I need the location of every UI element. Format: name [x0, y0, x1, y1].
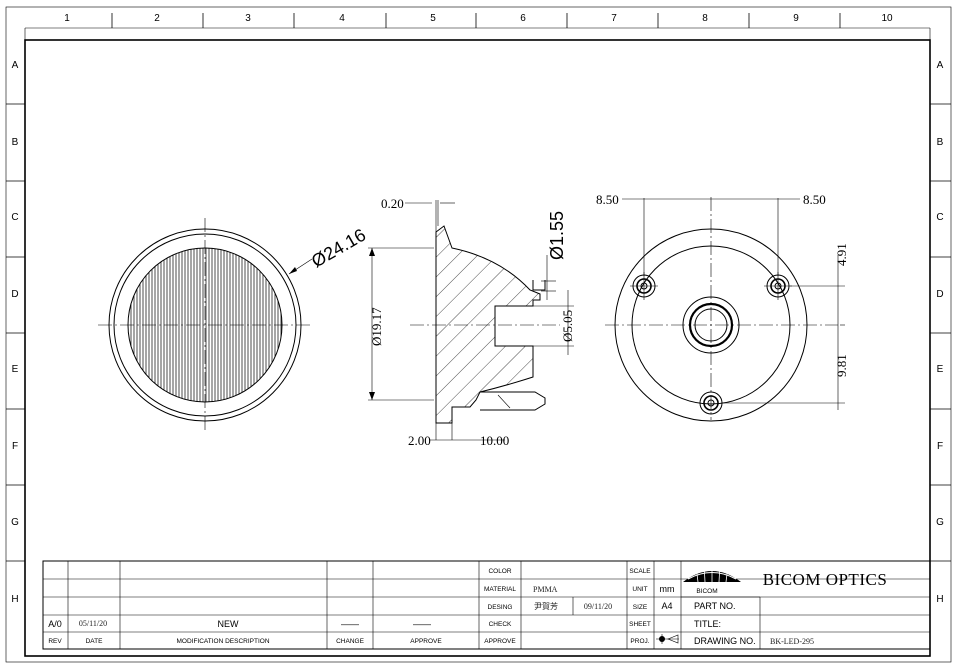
zone-col-2: 2: [154, 13, 160, 24]
zone-row-a-right: A: [937, 60, 944, 71]
label-color: COLOR: [488, 568, 511, 575]
unit-value: mm: [660, 584, 675, 594]
header-description: MODIFICATION DESCRIPTION: [176, 638, 269, 645]
zone-row-g: G: [11, 517, 19, 528]
label-part-no: PART NO.: [694, 601, 736, 611]
dim-front-diameter: Ø24.16: [308, 225, 369, 272]
dim-side-height: Ø19.17: [369, 307, 384, 346]
dim-side-hole: Ø5.05: [560, 310, 575, 342]
zone-row-b: B: [12, 137, 19, 148]
label-size: SIZE: [633, 604, 648, 611]
label-approve: APPROVE: [484, 638, 516, 645]
rev-description: NEW: [218, 619, 240, 629]
design-date-value: 09/11/20: [584, 602, 612, 611]
label-sheet: SHEET: [629, 621, 651, 628]
zone-row-c-right: C: [936, 212, 943, 223]
zone-col-6: 6: [520, 13, 526, 24]
dim-side-base: 2.00: [408, 433, 431, 448]
header-rev: REV: [48, 638, 62, 645]
designer-value: 尹賀芳: [534, 601, 558, 611]
dim-rear-top: 4.91: [834, 243, 849, 266]
zone-row-a: A: [12, 60, 19, 71]
row-zone-markers: [6, 103, 951, 562]
header-change: CHANGE: [336, 638, 364, 645]
zone-col-10: 10: [881, 13, 893, 24]
dim-rear-bottom: 9.81: [834, 354, 849, 377]
lens-cross-section: [435, 225, 541, 424]
label-title: TITLE:: [694, 619, 721, 629]
dim-rear-left: 8.50: [596, 192, 619, 207]
dim-rear-right: 8.50: [803, 192, 826, 207]
inner-frame: [24, 39, 931, 657]
projection-symbol-icon: [656, 634, 679, 644]
label-scale: SCALE: [629, 568, 651, 575]
label-unit: UNIT: [632, 586, 647, 593]
label-drawing-no: DRAWING NO.: [694, 636, 756, 646]
header-date: DATE: [86, 638, 104, 645]
zone-col-5: 5: [430, 13, 436, 24]
dim-side-length: 10.00: [480, 433, 509, 448]
rev-date: 05/11/20: [79, 619, 107, 628]
zone-row-g-right: G: [936, 517, 944, 528]
side-view: 0.20 Ø19.17 2.00 10.00 Ø1.55 Ø5.05: [368, 196, 575, 448]
zone-col-7: 7: [611, 13, 617, 24]
label-material: MATERIAL: [484, 586, 516, 593]
material-value: PMMA: [533, 585, 558, 594]
drawing-no-value: BK-LED-295: [770, 637, 814, 646]
zone-col-1: 1: [64, 13, 70, 24]
rev-approve: ——: [413, 619, 431, 629]
zone-row-d-right: D: [936, 289, 943, 300]
rev-value: A/0: [48, 619, 62, 629]
company-name: BICOM OPTICS: [763, 570, 888, 589]
title-block: A/0 05/11/20 NEW —— —— REV DATE MODIFICA…: [42, 560, 931, 650]
zone-row-c: C: [11, 212, 18, 223]
zone-row-h-right: H: [936, 594, 943, 605]
size-value: A4: [661, 601, 672, 611]
rear-view: 8.50 8.50 4.91 9.81: [596, 192, 849, 422]
column-zone-markers: [111, 13, 841, 28]
zone-col-9: 9: [793, 13, 799, 24]
label-check: CHECK: [489, 621, 512, 628]
bicom-logo: BICOM: [683, 563, 741, 595]
label-proj: PROJ.: [630, 638, 649, 645]
rev-change: ——: [341, 619, 359, 629]
zone-row-f-right: F: [937, 441, 943, 452]
header-approve: APPROVE: [410, 638, 442, 645]
zone-row-f: F: [12, 441, 18, 452]
front-view: Ø24.16: [98, 218, 369, 432]
zone-row-e-right: E: [937, 364, 944, 375]
dim-side-hole-small: Ø1.55: [547, 211, 567, 260]
logo-text: BICOM: [696, 588, 717, 595]
zone-col-3: 3: [245, 13, 251, 24]
dim-side-thickness: 0.20: [381, 196, 404, 211]
zone-col-8: 8: [702, 13, 708, 24]
outer-frame: [5, 6, 952, 663]
label-design: DESING: [488, 604, 513, 611]
zone-row-h: H: [11, 594, 18, 605]
zone-row-b-right: B: [937, 137, 944, 148]
zone-col-4: 4: [339, 13, 345, 24]
zone-row-e: E: [12, 364, 19, 375]
zone-row-d: D: [11, 289, 18, 300]
